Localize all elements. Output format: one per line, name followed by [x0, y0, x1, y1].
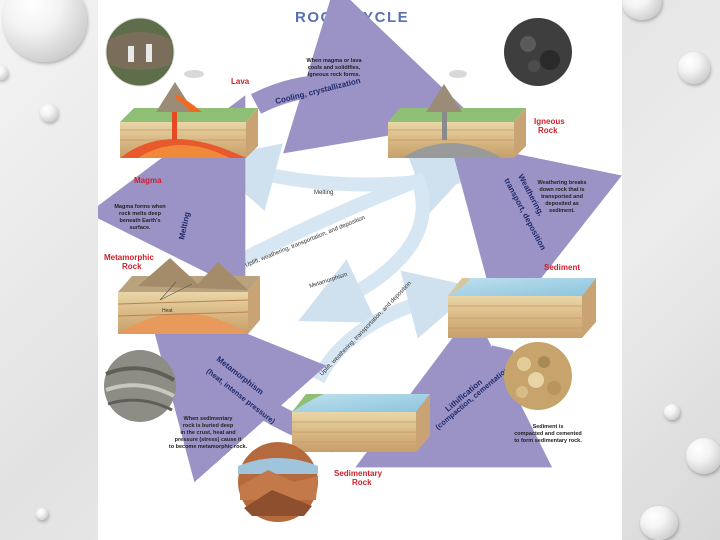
description-metamorphism-4: pressure (stress) cause it — [175, 437, 242, 443]
description-weathering-3: transported and — [541, 194, 583, 200]
water-droplet-decoration — [678, 52, 710, 84]
description-weathering-2: down rock that is — [539, 187, 584, 193]
arrow-lithification — [355, 309, 553, 468]
label-metamorphic-rock-1: Metamorphic — [104, 253, 154, 262]
arrow-cooling-crystallization — [250, 0, 478, 154]
description-melting-3: beneath Earth's — [119, 218, 160, 224]
metamorphic-block-illustration — [117, 258, 260, 334]
label-magma: Magma — [134, 176, 162, 185]
description-metamorphism-1: When sedimentary — [184, 416, 234, 422]
inner-label-uplift-meta: Uplift, weathering, transportation, and … — [319, 281, 413, 378]
igneous-rock-photo — [504, 18, 572, 86]
description-weathering-1: Weathering breaks — [537, 180, 586, 186]
rock-cycle-diagram: ROCK CYCLE Melting Uplift, weathering, t… — [98, 0, 622, 522]
label-sedimentary-rock-1: Sedimentary — [334, 469, 383, 478]
description-lithification-3: to form sedimentary rock. — [514, 438, 582, 444]
label-metamorphic-rock-2: Rock — [122, 262, 142, 271]
igneous-block-illustration — [388, 70, 526, 158]
lava-photo — [105, 17, 175, 87]
description-lithification-2: compacted and cemented — [514, 431, 582, 437]
description-metamorphism-2: rock is buried deep — [183, 423, 234, 429]
metamorphic-rock-photo — [104, 350, 176, 422]
water-droplet-decoration — [40, 104, 58, 122]
label-heat: Heat — [162, 308, 173, 314]
magma-block-illustration — [120, 70, 258, 158]
water-droplet-decoration — [640, 506, 678, 540]
inner-arrow-metamorphism — [298, 172, 430, 323]
description-weathering-5: sediment. — [549, 208, 575, 214]
description-metamorphism-5: to become metamorphic rock. — [169, 444, 248, 450]
description-metamorphism-3: in the crust, heat and — [180, 430, 235, 436]
diagram-title: ROCK CYCLE — [295, 9, 409, 26]
sediment-block-illustration — [448, 278, 596, 338]
sediment-photo — [504, 342, 572, 410]
description-cooling-3: igneous rock forms. — [308, 72, 361, 78]
label-sediment: Sediment — [544, 263, 580, 272]
description-melting-4: surface. — [129, 225, 151, 231]
sedimentary-block-illustration — [292, 394, 430, 452]
water-droplet-decoration — [36, 508, 48, 520]
label-igneous-rock-1: Igneous — [534, 117, 565, 126]
description-cooling-2: cools and solidifies, — [308, 65, 361, 71]
inner-arrow-melting — [206, 143, 495, 211]
water-droplet-decoration — [0, 66, 8, 80]
inner-label-melting: Melting — [314, 190, 333, 196]
sedimentary-rock-photo — [238, 442, 318, 522]
water-droplet-decoration — [3, 0, 87, 62]
inner-label-metamorphism: Metamorphism — [309, 272, 349, 290]
description-melting-1: Magma forms when — [114, 204, 166, 210]
description-lithification-1: Sediment is — [533, 424, 564, 430]
description-weathering-4: deposited as — [545, 201, 579, 207]
label-sedimentary-rock-2: Rock — [352, 478, 372, 487]
label-lava: Lava — [231, 77, 250, 86]
description-melting-2: rock melts deep — [119, 211, 162, 217]
rock-cycle-slide: ROCK CYCLE Melting Uplift, weathering, t… — [98, 0, 622, 540]
water-droplet-decoration — [664, 404, 680, 420]
arrow-melting — [98, 95, 246, 293]
arrow-weathering-transport-deposition — [449, 140, 622, 331]
label-igneous-rock-2: Rock — [538, 126, 558, 135]
arrow-label-lithification-2: (compaction, cementation) — [434, 363, 513, 432]
water-droplet-decoration — [686, 438, 720, 474]
description-cooling-1: When magma or lava — [306, 58, 362, 64]
water-droplet-decoration — [622, 0, 662, 20]
